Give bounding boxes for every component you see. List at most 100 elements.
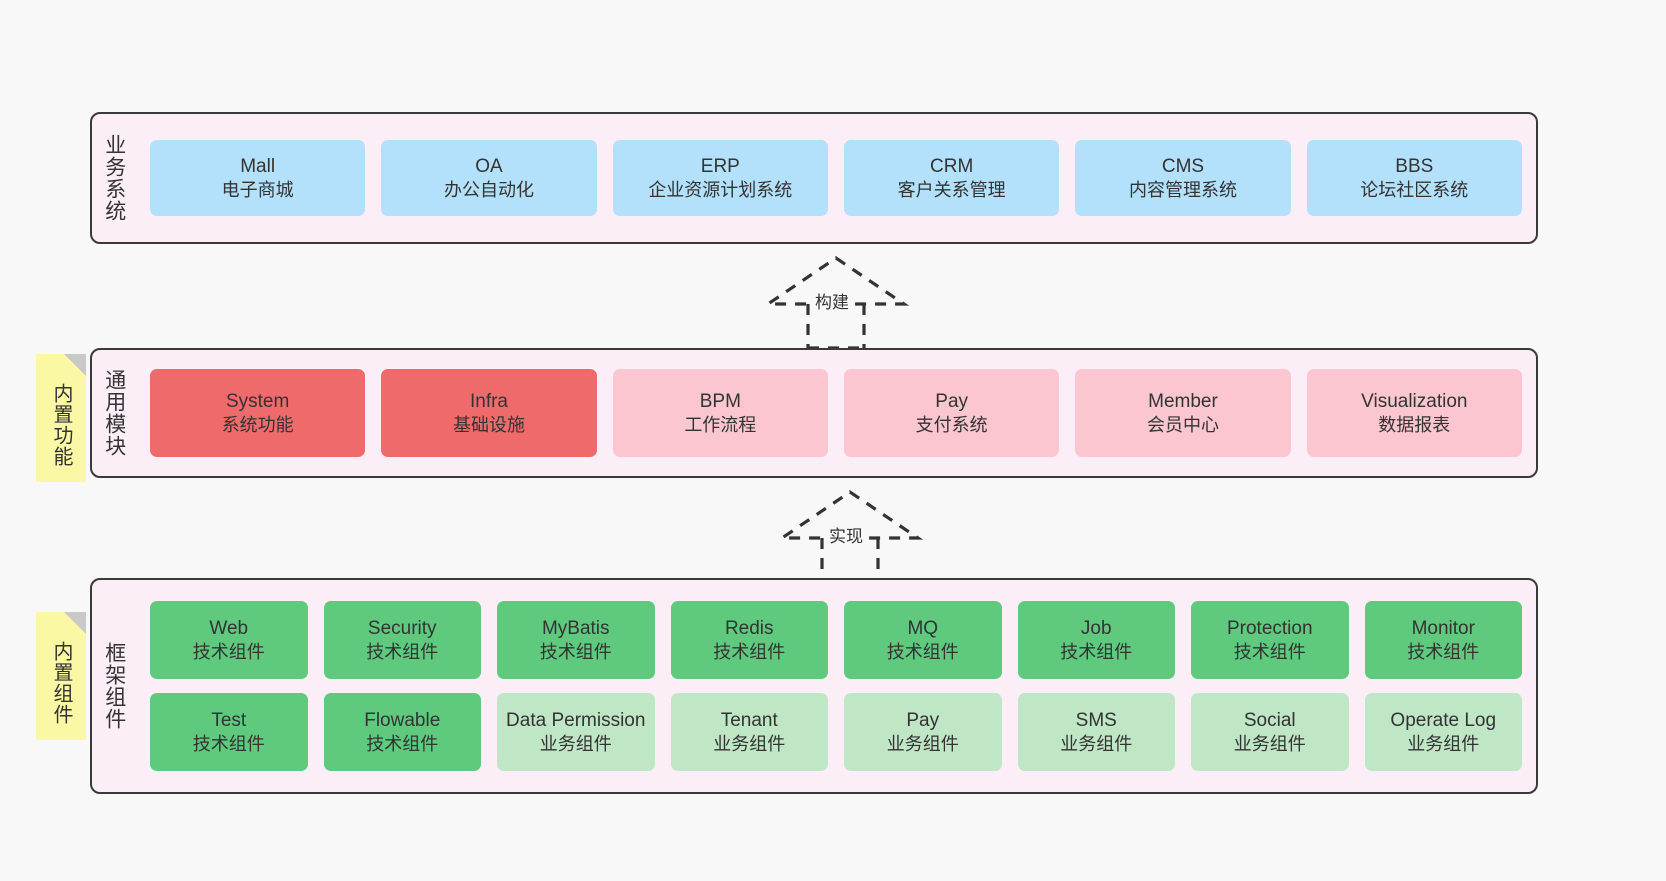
card-security-en: Security — [367, 617, 437, 639]
card-flowable[interactable]: Flowable 技术组件 — [323, 693, 481, 771]
layer-common-module: 通用模块 System 系统功能 Infra 基础设施 BPM 工作流程 Pay… — [90, 348, 1538, 478]
card-operate-log-en: Operate Log — [1390, 709, 1497, 731]
card-mq[interactable]: MQ 技术组件 — [844, 601, 1002, 679]
card-mq-cn: 技术组件 — [886, 641, 959, 662]
card-pay-component-cn: 业务组件 — [886, 733, 959, 754]
card-web-cn: 技术组件 — [192, 641, 265, 662]
card-system-cn: 系统功能 — [221, 414, 294, 435]
card-crm-cn: 客户关系管理 — [897, 179, 1006, 200]
card-infra-en: Infra — [469, 390, 508, 412]
card-cms[interactable]: CMS 内容管理系统 — [1075, 140, 1291, 216]
connector-implement: 实现 — [770, 484, 930, 584]
card-erp-cn: 企业资源计划系统 — [648, 179, 793, 200]
connector-implement-label: 实现 — [826, 522, 866, 547]
card-cms-en: CMS — [1161, 155, 1205, 177]
connector-build-label: 构建 — [812, 288, 852, 313]
card-web-en: Web — [209, 617, 249, 639]
card-redis-cn: 技术组件 — [713, 641, 786, 662]
card-operate-log[interactable]: Operate Log 业务组件 — [1364, 693, 1522, 771]
card-erp-en: ERP — [700, 155, 740, 177]
card-member[interactable]: Member 会员中心 — [1075, 369, 1291, 457]
framework-row-technical: Web 技术组件 Security 技术组件 MyBatis 技术组件 Redi… — [150, 601, 1522, 679]
card-erp[interactable]: ERP 企业资源计划系统 — [612, 140, 828, 216]
card-pay-cn: 支付系统 — [915, 414, 988, 435]
card-operate-log-cn: 业务组件 — [1407, 733, 1480, 754]
card-mall[interactable]: Mall 电子商城 — [150, 140, 366, 216]
card-sms-en: SMS — [1075, 709, 1117, 731]
layer-framework-component-body: Web 技术组件 Security 技术组件 MyBatis 技术组件 Redi… — [136, 580, 1536, 792]
layer-business-system-body: Mall 电子商城 OA 办公自动化 ERP 企业资源计划系统 CRM 客户关系… — [136, 114, 1536, 242]
card-social[interactable]: Social 业务组件 — [1191, 693, 1349, 771]
card-bpm-cn: 工作流程 — [684, 414, 757, 435]
card-bpm[interactable]: BPM 工作流程 — [612, 369, 828, 457]
card-mybatis-cn: 技术组件 — [539, 641, 612, 662]
card-tenant[interactable]: Tenant 业务组件 — [670, 693, 828, 771]
card-crm-en: CRM — [930, 155, 974, 177]
card-monitor-cn: 技术组件 — [1407, 641, 1480, 662]
card-security-cn: 技术组件 — [366, 641, 439, 662]
connector-build: 构建 — [756, 250, 916, 350]
card-mall-cn: 电子商城 — [221, 179, 294, 200]
card-protection[interactable]: Protection 技术组件 — [1191, 601, 1349, 679]
card-oa-cn: 办公自动化 — [443, 179, 534, 200]
card-tenant-cn: 业务组件 — [713, 733, 786, 754]
card-security[interactable]: Security 技术组件 — [323, 601, 481, 679]
card-data-permission-en: Data Permission — [506, 709, 646, 731]
card-protection-en: Protection — [1226, 617, 1313, 639]
card-mybatis-en: MyBatis — [541, 617, 610, 639]
card-bpm-en: BPM — [699, 390, 741, 412]
card-pay-en: Pay — [935, 390, 969, 412]
note-builtin-components-label: 内置组件 — [50, 641, 72, 725]
card-social-en: Social — [1243, 709, 1296, 731]
card-infra-cn: 基础设施 — [452, 414, 525, 435]
card-job[interactable]: Job 技术组件 — [1017, 601, 1175, 679]
card-redis[interactable]: Redis 技术组件 — [670, 601, 828, 679]
layer-framework-component: 框架组件 Web 技术组件 Security 技术组件 MyBatis 技术组件… — [90, 578, 1538, 794]
card-flowable-cn: 技术组件 — [366, 733, 439, 754]
card-bbs[interactable]: BBS 论坛社区系统 — [1306, 140, 1522, 216]
card-member-cn: 会员中心 — [1146, 414, 1219, 435]
card-sms-cn: 业务组件 — [1060, 733, 1133, 754]
card-job-cn: 技术组件 — [1060, 641, 1133, 662]
layer-framework-component-title: 框架组件 — [102, 642, 126, 730]
card-social-cn: 业务组件 — [1233, 733, 1306, 754]
card-monitor-en: Monitor — [1411, 617, 1475, 639]
card-visualization[interactable]: Visualization 数据报表 — [1306, 369, 1522, 457]
note-builtin-features: 内置功能 — [36, 354, 86, 482]
card-protection-cn: 技术组件 — [1233, 641, 1306, 662]
note-builtin-features-label: 内置功能 — [50, 383, 72, 467]
card-monitor[interactable]: Monitor 技术组件 — [1364, 601, 1522, 679]
card-pay[interactable]: Pay 支付系统 — [843, 369, 1060, 457]
framework-row-business: Test 技术组件 Flowable 技术组件 Data Permission … — [150, 693, 1522, 771]
note-builtin-components: 内置组件 — [36, 612, 86, 740]
card-test[interactable]: Test 技术组件 — [150, 693, 308, 771]
card-pay-component[interactable]: Pay 业务组件 — [844, 693, 1002, 771]
note-fold-corner-icon — [64, 354, 86, 376]
note-fold-corner-icon — [64, 612, 86, 634]
card-flowable-en: Flowable — [364, 709, 441, 731]
card-visualization-cn: 数据报表 — [1378, 414, 1451, 435]
card-system[interactable]: System 系统功能 — [150, 369, 366, 457]
card-oa-en: OA — [475, 155, 503, 177]
card-web[interactable]: Web 技术组件 — [150, 601, 308, 679]
card-mybatis[interactable]: MyBatis 技术组件 — [497, 601, 655, 679]
card-infra[interactable]: Infra 基础设施 — [381, 369, 597, 457]
card-bbs-cn: 论坛社区系统 — [1360, 179, 1469, 200]
card-member-en: Member — [1148, 390, 1218, 412]
layer-common-module-title: 通用模块 — [102, 369, 126, 457]
card-crm[interactable]: CRM 客户关系管理 — [843, 140, 1060, 216]
card-redis-en: Redis — [724, 617, 774, 639]
card-mall-en: Mall — [240, 155, 276, 177]
card-data-permission[interactable]: Data Permission 业务组件 — [497, 693, 655, 771]
card-test-cn: 技术组件 — [192, 733, 265, 754]
layer-common-module-body: System 系统功能 Infra 基础设施 BPM 工作流程 Pay 支付系统… — [136, 350, 1536, 476]
card-oa[interactable]: OA 办公自动化 — [381, 140, 597, 216]
card-system-en: System — [225, 390, 290, 412]
layer-business-system: 业务系统 Mall 电子商城 OA 办公自动化 ERP 企业资源计划系统 CRM… — [90, 112, 1538, 244]
card-mq-en: MQ — [907, 617, 939, 639]
card-sms[interactable]: SMS 业务组件 — [1017, 693, 1175, 771]
layer-business-system-title: 业务系统 — [102, 134, 126, 222]
card-pay-component-en: Pay — [906, 709, 940, 731]
card-test-en: Test — [211, 709, 247, 731]
